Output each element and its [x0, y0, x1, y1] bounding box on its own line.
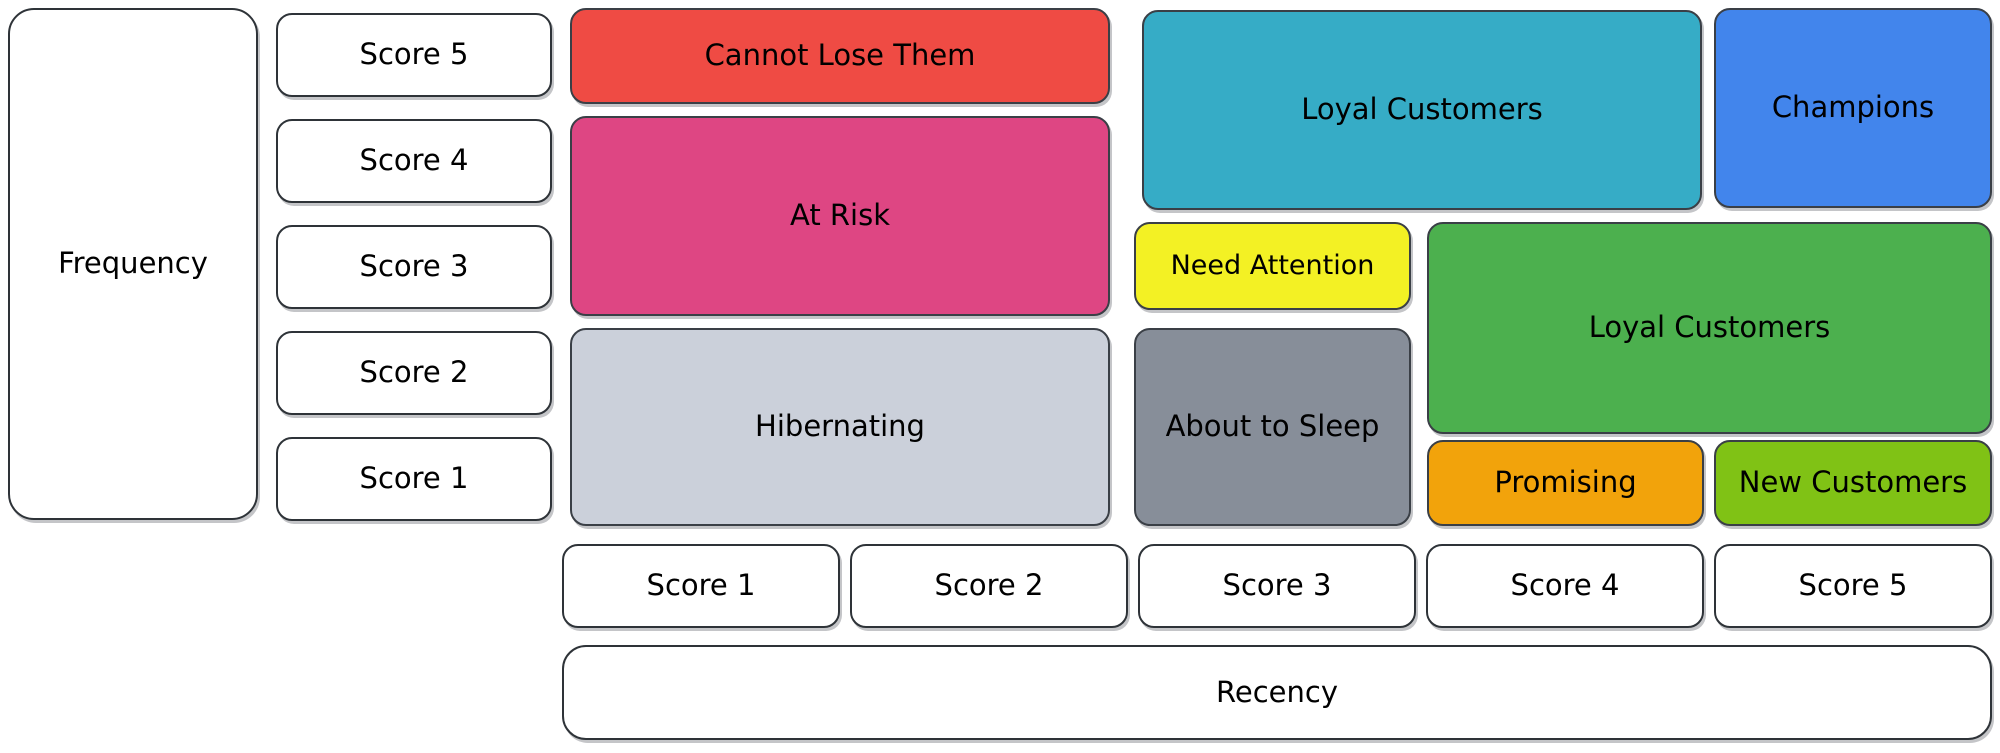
- x-score-label-4[interactable]: Score 4: [1426, 544, 1704, 628]
- segment-champions-label: Champions: [1771, 90, 1935, 125]
- y-score-label-1-text: Score 1: [359, 461, 469, 496]
- segment-at-risk[interactable]: At Risk: [570, 116, 1110, 316]
- x-score-label-1-text: Score 1: [646, 568, 756, 603]
- y-score-label-3[interactable]: Score 3: [276, 225, 552, 309]
- segment-loyal-customers-green[interactable]: Loyal Customers: [1427, 222, 1992, 434]
- segment-cannot-lose-them[interactable]: Cannot Lose Them: [570, 8, 1110, 104]
- segment-loyal-customers-green-label: Loyal Customers: [1588, 310, 1831, 345]
- segment-new-customers-label: New Customers: [1738, 465, 1968, 500]
- x-score-label-2[interactable]: Score 2: [850, 544, 1128, 628]
- segment-at-risk-label: At Risk: [789, 198, 891, 233]
- x-score-label-3-text: Score 3: [1222, 568, 1332, 603]
- y-score-label-4[interactable]: Score 4: [276, 119, 552, 203]
- x-score-label-4-text: Score 4: [1510, 568, 1620, 603]
- x-score-label-5[interactable]: Score 5: [1714, 544, 1992, 628]
- segment-about-to-sleep[interactable]: About to Sleep: [1134, 328, 1411, 526]
- segment-promising-label: Promising: [1494, 465, 1637, 500]
- segment-loyal-customers-teal-label: Loyal Customers: [1301, 92, 1543, 127]
- x-axis-title-recency: Recency: [562, 645, 1992, 740]
- x-score-label-5-text: Score 5: [1798, 568, 1908, 603]
- y-score-label-2-text: Score 2: [359, 355, 469, 390]
- y-score-label-1[interactable]: Score 1: [276, 437, 552, 521]
- x-score-label-1[interactable]: Score 1: [562, 544, 840, 628]
- x-axis-title-label: Recency: [1216, 674, 1338, 709]
- y-score-label-5-text: Score 5: [359, 37, 469, 72]
- y-axis-title-frequency: Frequency: [8, 8, 258, 520]
- x-score-label-3[interactable]: Score 3: [1138, 544, 1416, 628]
- segment-need-attention-label: Need Attention: [1170, 250, 1375, 282]
- y-score-label-2[interactable]: Score 2: [276, 331, 552, 415]
- segment-hibernating-label: Hibernating: [755, 409, 925, 444]
- y-score-label-5[interactable]: Score 5: [276, 13, 552, 97]
- y-score-label-3-text: Score 3: [359, 249, 469, 284]
- x-score-label-2-text: Score 2: [934, 568, 1044, 603]
- segment-cannot-lose-them-label: Cannot Lose Them: [704, 38, 976, 73]
- segment-loyal-customers-teal[interactable]: Loyal Customers: [1142, 10, 1702, 210]
- segment-champions[interactable]: Champions: [1714, 8, 1992, 208]
- segment-new-customers[interactable]: New Customers: [1714, 440, 1992, 526]
- y-score-label-4-text: Score 4: [359, 143, 469, 178]
- segment-promising[interactable]: Promising: [1427, 440, 1704, 526]
- segment-need-attention[interactable]: Need Attention: [1134, 222, 1411, 310]
- y-axis-title-label: Frequency: [58, 246, 208, 281]
- segment-about-to-sleep-label: About to Sleep: [1165, 409, 1380, 444]
- segment-hibernating[interactable]: Hibernating: [570, 328, 1110, 526]
